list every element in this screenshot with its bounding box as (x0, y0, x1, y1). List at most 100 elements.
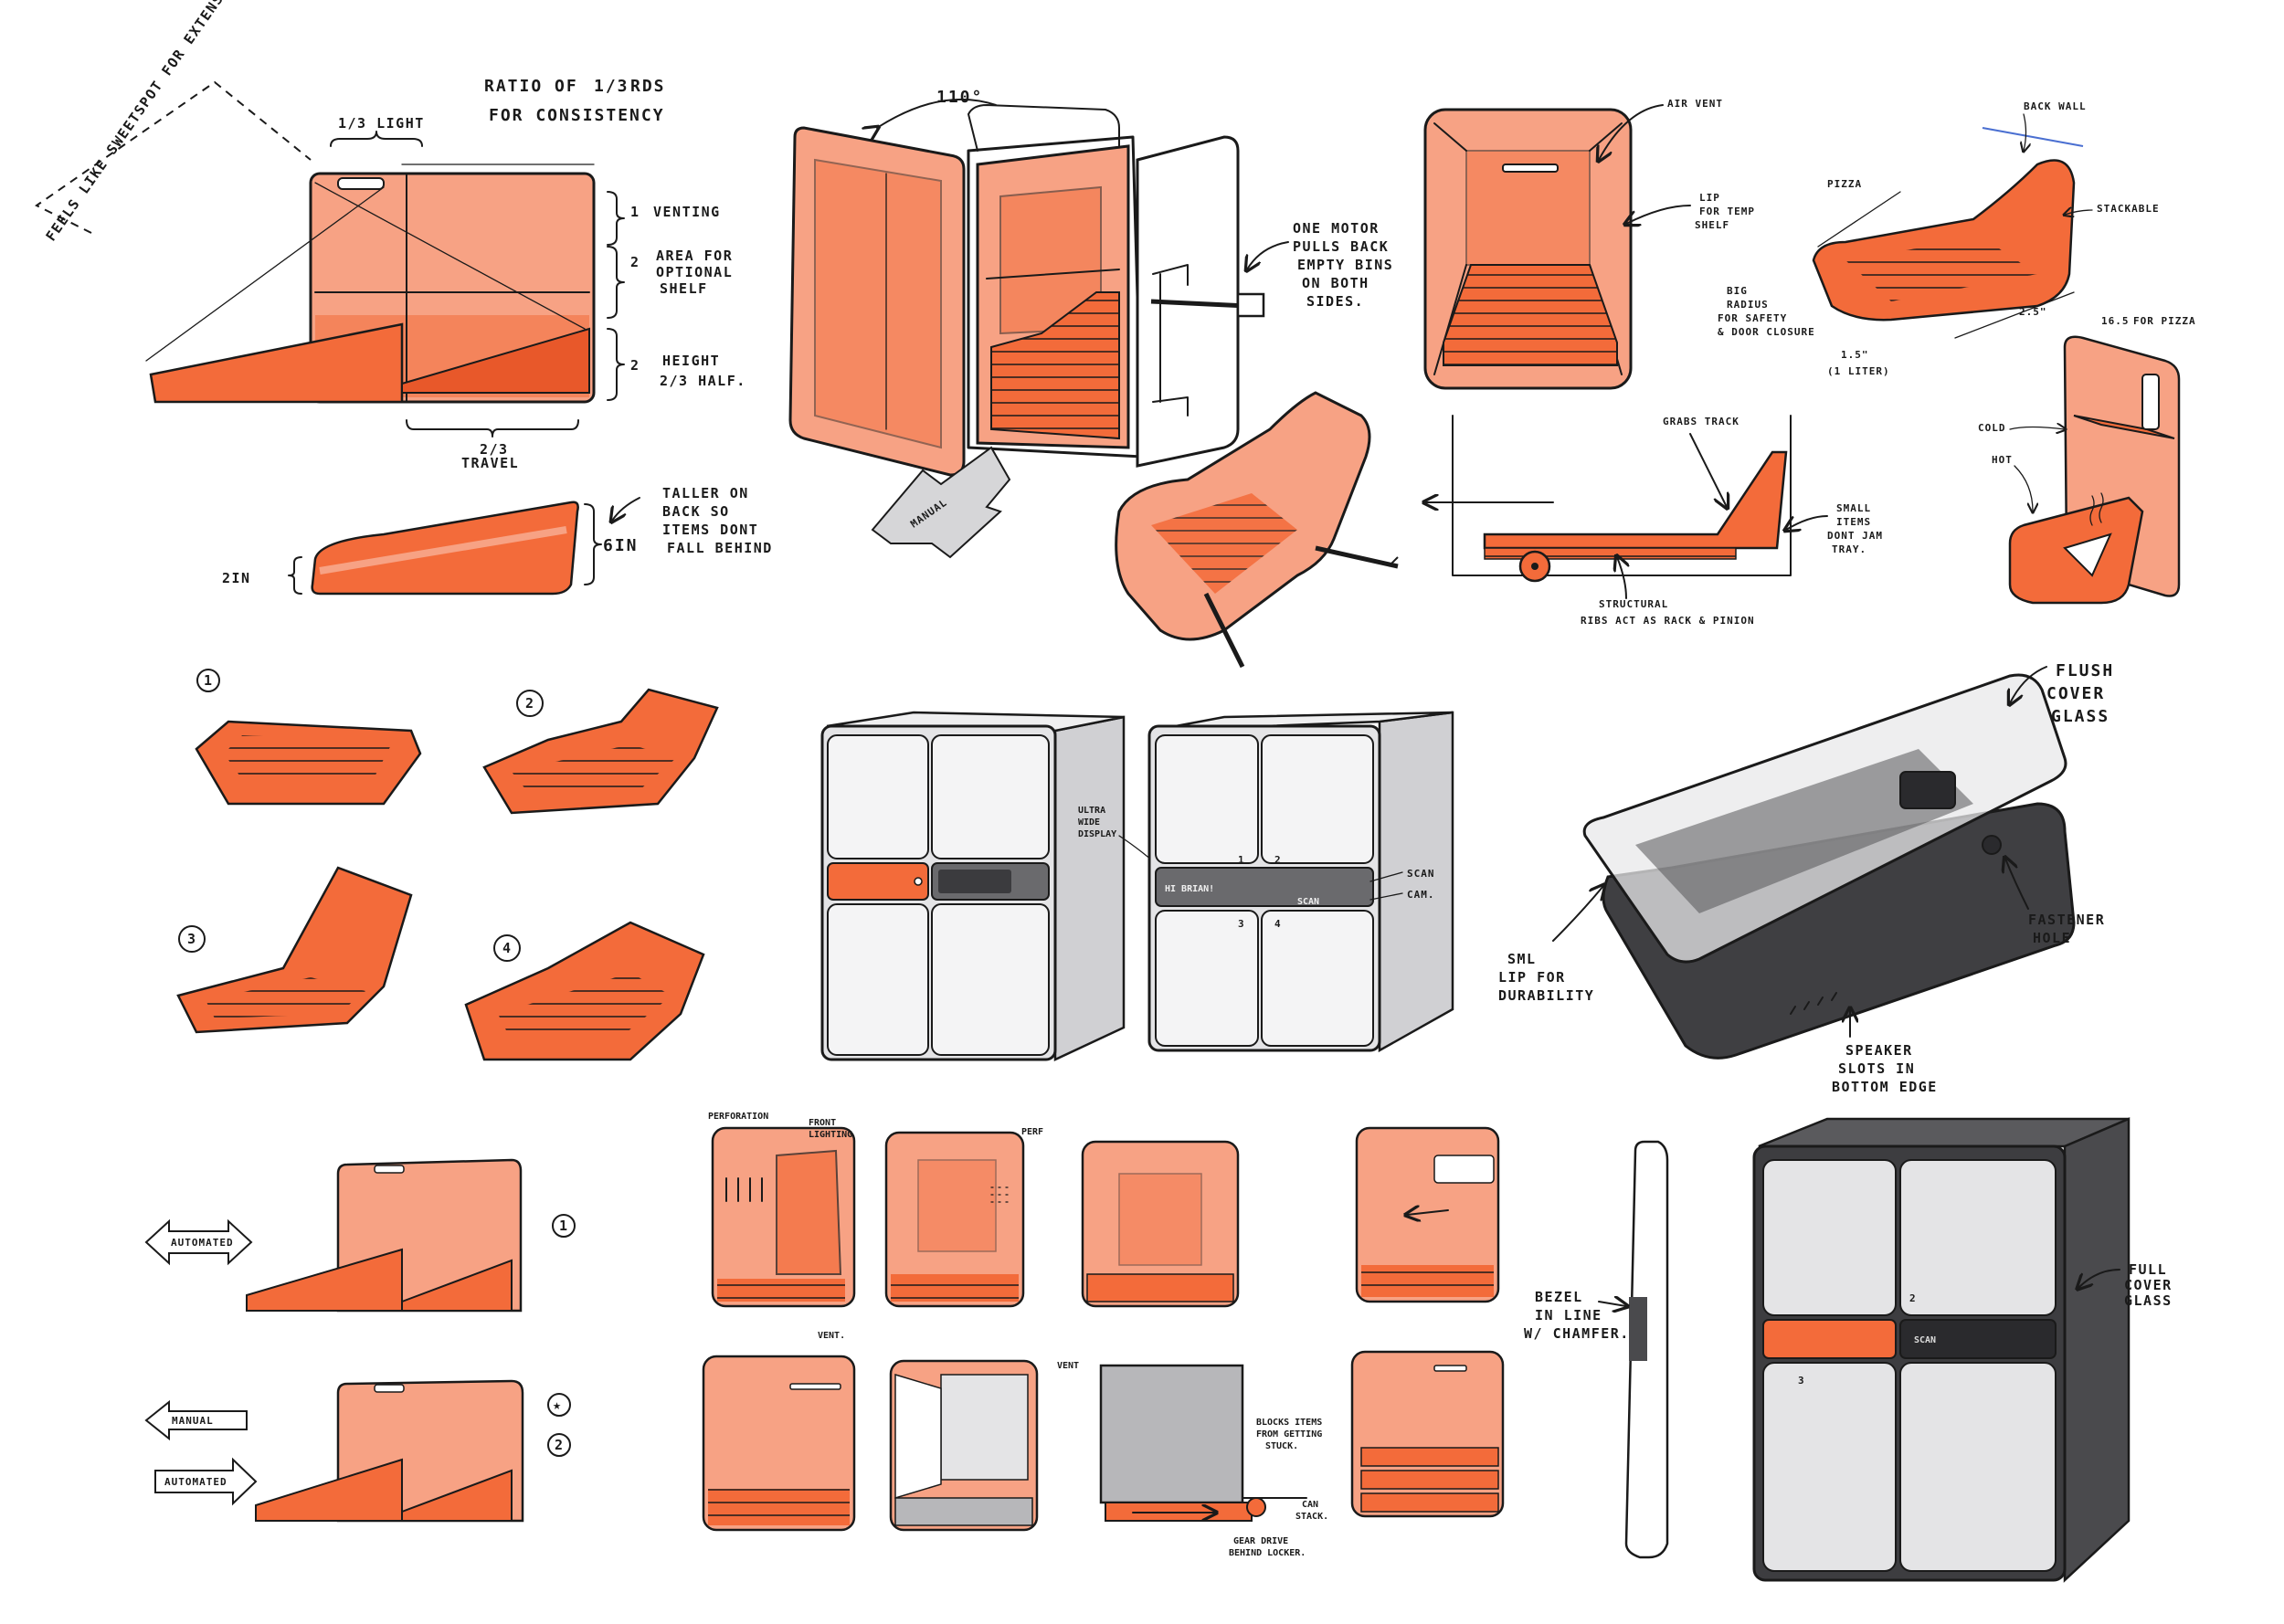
cold-label: COLD (1978, 422, 2006, 434)
shelf-edge (986, 269, 1120, 279)
tray-profile-highlight (319, 526, 567, 575)
taller-note-4: FALL BEHIND (667, 540, 773, 556)
motor-note-1: ONE MOTOR (1293, 220, 1380, 237)
rail-bottom (1152, 396, 1189, 417)
pulled-tray-rod-1 (1203, 592, 1245, 669)
back-wall-arrow (2024, 113, 2026, 151)
perf-label: PERF (1021, 1127, 1043, 1137)
lip-label-1: LIP (1699, 192, 1720, 204)
ratio-note-1: RATIO OF (484, 77, 578, 96)
drawer-ratio-diagram: FEELS LIKE SWEETSPOT FOR EXTENSION RATIO… (35, 0, 746, 471)
bin-door (1155, 734, 1259, 864)
bin-door (1899, 1159, 2057, 1316)
stackable-tray-floor (1845, 237, 2037, 301)
manual-arrow-2 (144, 1399, 248, 1441)
bin-corner-1 (1433, 122, 1467, 152)
interior-grey-floor (894, 1497, 1033, 1526)
mode-2-circle (547, 1433, 571, 1457)
height-back-label: 6IN (603, 536, 639, 555)
bin-door (1899, 1362, 2057, 1572)
lip-label-2: FOR TEMP (1699, 206, 1755, 217)
variant-number-circle (493, 934, 521, 962)
pizza-label: PIZZA (1827, 178, 1862, 190)
mode-2-light (374, 1384, 405, 1393)
height-label-2: 2/3 HALF. (660, 373, 746, 389)
sight-line (145, 186, 385, 362)
mode-diagrams: AUTOMATED 1 MANUAL AUTOMATED ★ 2 (144, 1158, 576, 1523)
mode-star: ★ (553, 1397, 563, 1413)
interior-side-panel (776, 1149, 842, 1275)
bin-door-handle (914, 877, 923, 886)
tray-variant-2: 2 (482, 688, 719, 815)
lip-arrow (1626, 205, 1691, 224)
depth-label: 1.5" (1841, 349, 1869, 361)
front-lighting-1: FRONT (809, 1118, 836, 1128)
tray-profile-sketch: TALLER ON BACK SO ITEMS DONT FALL BEHIND… (222, 485, 773, 596)
light-label: 1/3 LIGHT (338, 115, 425, 132)
back-wall-label: BACK WALL (2024, 100, 2087, 112)
interior-box (1081, 1140, 1240, 1308)
interior-vent-top: VENT. (702, 1331, 856, 1532)
pizza-slice (2063, 533, 2112, 577)
display-screen (938, 870, 1011, 893)
rail-top (1152, 264, 1189, 286)
phone-screen (1635, 749, 1973, 913)
mode-2-tray-out (255, 1458, 403, 1522)
venting-label: VENTING (653, 204, 721, 220)
lip-label-1: SML (1507, 951, 1537, 967)
unit-right-side (1378, 711, 1454, 1053)
interior-box (884, 1131, 1025, 1308)
display-note-3: DISPLAY (1078, 829, 1116, 839)
gear-label-2: BEHIND LOCKER. (1229, 1548, 1306, 1558)
flush-label-1: FLUSH (2056, 661, 2114, 680)
dim-2: 2 (630, 254, 640, 270)
glass-label-3: GLASS (2124, 1292, 2173, 1309)
motor-block (1236, 292, 1265, 318)
interior-stacked (1350, 1350, 1505, 1518)
extended-tray (149, 322, 404, 404)
mode-1-number: 1 (559, 1218, 569, 1234)
right-brace-2 (607, 246, 625, 319)
vent-panel (1433, 1155, 1495, 1184)
interior-box (1350, 1350, 1505, 1518)
ratio-note-2: FOR CONSISTENCY (489, 106, 665, 125)
sweetspot-dashed-guide (35, 80, 312, 234)
cold-shelf (2073, 415, 2175, 439)
manual-label-2: MANUAL (172, 1415, 214, 1427)
bin-door (1261, 734, 1374, 864)
dim-1: 1 (630, 204, 640, 220)
speaker-label-3: BOTTOM EDGE (1832, 1079, 1938, 1095)
hot-label: HOT (1992, 454, 2013, 466)
sight-line-2 (314, 182, 586, 330)
tray-variant-3: 3 (176, 866, 413, 1034)
interior-gear: BLOCKS ITEMS FROM GETTING STUCK. GEAR DR… (1099, 1364, 1328, 1558)
final-unit-side (2063, 1117, 2131, 1583)
track-frame (1452, 415, 1792, 576)
cold-bottle (2141, 374, 2160, 430)
interior-back (917, 1159, 997, 1252)
blocks-label-3: STUCK. (1265, 1441, 1298, 1451)
scan-label: SCAN (1407, 868, 1435, 880)
glass-arrow (2078, 1269, 2120, 1288)
bin-detail-sketch: AIR VENT LIP FOR TEMP SHELF (1423, 98, 1755, 390)
lip-arrow (1552, 886, 1603, 942)
grabs-track-label: GRABS TRACK (1663, 416, 1739, 427)
height-label-1: HEIGHT (662, 353, 720, 369)
bezel-label-3: W/ CHAMFER. (1524, 1325, 1630, 1342)
variant-number-3: 3 (187, 931, 197, 947)
stackable-arrow (2065, 210, 2093, 215)
interior-floor (717, 1279, 845, 1302)
right-brace-1 (607, 191, 625, 246)
mode-1-light (374, 1165, 405, 1174)
bin-number-2: 2 (1274, 854, 1282, 866)
final-display (1899, 1319, 2057, 1359)
bottom-travel-brace (406, 419, 579, 438)
motor-rod (1150, 299, 1248, 309)
shelf-label-2: OPTIONAL (656, 264, 733, 280)
perf-dots (990, 1186, 1009, 1203)
perforation-slots (725, 1177, 763, 1202)
ribs-label-1: STRUCTURAL (1599, 598, 1668, 610)
heat-waves (2089, 492, 2104, 526)
hot-cold-bin-sketch: COLD HOT (1978, 335, 2181, 605)
display-strip (1155, 867, 1374, 907)
